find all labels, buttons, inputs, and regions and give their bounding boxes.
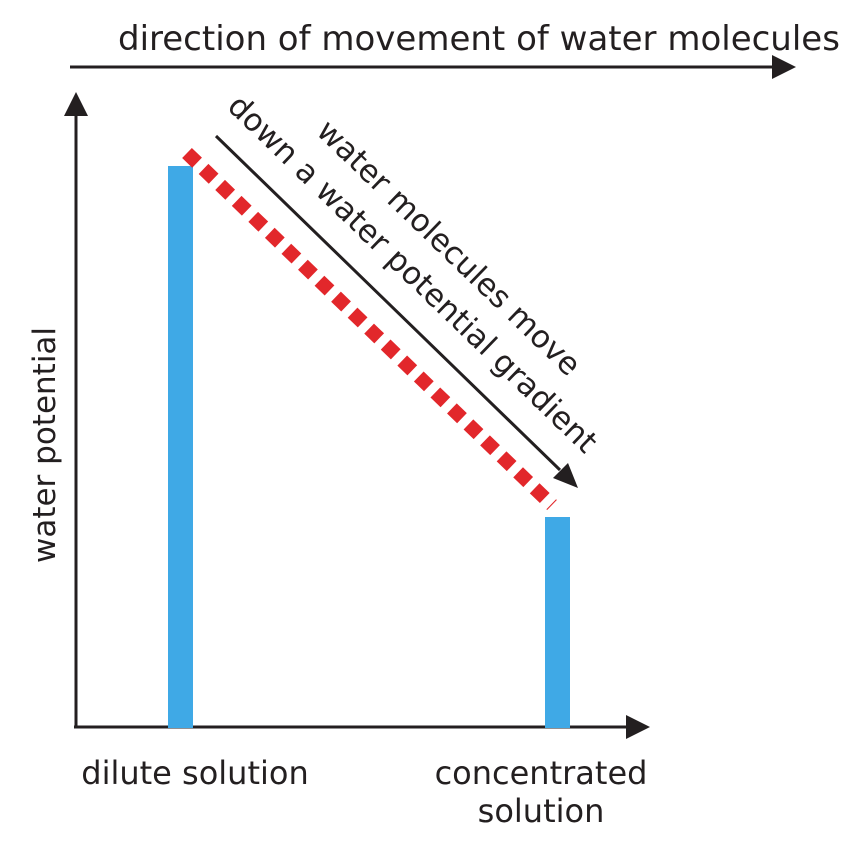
- category-label-concentrated-line1: concentrated: [435, 754, 648, 792]
- direction-arrow: [70, 55, 796, 79]
- concentrated-solution-bar: [545, 517, 570, 728]
- gradient-arrow: [214, 134, 578, 488]
- dilute-solution-bar: [168, 166, 193, 728]
- category-label-dilute: dilute solution: [81, 754, 309, 792]
- x-axis: [74, 715, 650, 739]
- category-label-concentrated-line2: solution: [478, 792, 605, 830]
- gradient-annotation-line2: down a water potential gradient: [220, 88, 604, 460]
- direction-label: direction of movement of water molecules: [118, 19, 840, 59]
- gradient-dashed-line: [182, 147, 557, 511]
- y-axis: [64, 92, 88, 728]
- gradient-annotation-line1: water molecules move: [309, 113, 587, 383]
- y-axis-label: water potential: [27, 327, 63, 563]
